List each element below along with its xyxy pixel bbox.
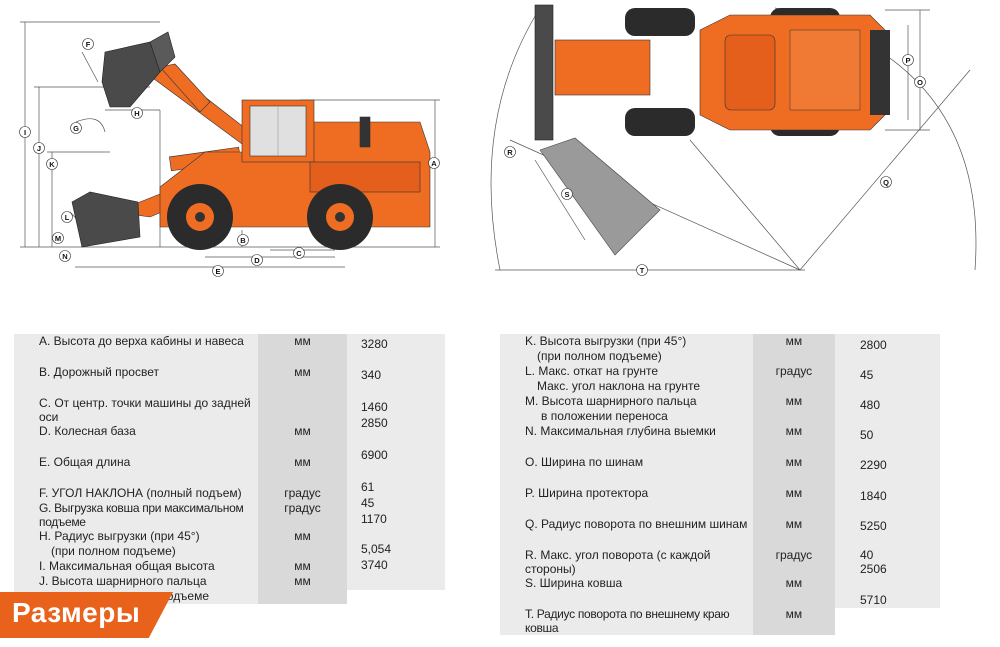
side-view-diagram: I J K F G H L M N B C D E A <box>10 12 450 287</box>
svg-text:A: A <box>431 159 437 168</box>
table-row: T. Радиус поворота по внешнему краю ковш… <box>500 607 835 635</box>
table-row-spacer <box>500 534 835 548</box>
table-row: F. УГОЛ НАКЛОНА (полный подъем)градус <box>14 486 347 501</box>
svg-text:M: M <box>55 234 61 243</box>
svg-text:O: O <box>917 78 923 87</box>
table-row-spacer <box>14 441 347 455</box>
spec-value: 50 <box>860 428 874 442</box>
spec-value: 5710 <box>860 593 887 607</box>
svg-text:J: J <box>37 144 41 153</box>
spec-value: 2506 <box>860 562 887 576</box>
spec-value: 6900 <box>361 448 388 462</box>
table-row: G. Выгрузка ковша при максимальном подъе… <box>14 501 347 529</box>
table-row-spacer <box>14 351 347 365</box>
svg-text:R: R <box>507 148 513 157</box>
table-row-spacer <box>14 472 347 486</box>
front-tire <box>167 184 233 250</box>
svg-text:Q: Q <box>883 178 889 187</box>
table-row-continued: (при полном подъеме) <box>14 544 347 559</box>
spec-value: 1840 <box>860 489 887 503</box>
table-row-spacer <box>14 382 347 396</box>
table-row-spacer <box>500 593 835 607</box>
table-row-spacer <box>500 441 835 455</box>
svg-text:H: H <box>134 109 139 118</box>
svg-text:I: I <box>24 128 26 137</box>
right-value-column <box>835 334 940 608</box>
svg-text:P: P <box>905 56 910 65</box>
svg-text:L: L <box>65 213 70 222</box>
svg-text:D: D <box>254 256 260 265</box>
table-row-spacer <box>500 472 835 486</box>
spec-value: 40 <box>860 548 874 562</box>
table-row: C. От центр. точки машины до задней оси <box>14 396 347 424</box>
spec-value: 61 <box>361 480 375 494</box>
table-row-continued: в положении переноса <box>500 409 835 424</box>
svg-text:C: C <box>296 249 302 258</box>
table-row-spacer <box>500 503 835 517</box>
spec-value: 45 <box>361 496 375 510</box>
spec-value: 2290 <box>860 458 887 472</box>
table-row: H. Радиус выгрузки (при 45°)мм <box>14 529 347 544</box>
svg-text:T: T <box>640 266 645 275</box>
spec-value: 480 <box>860 398 881 412</box>
spec-value: 2850 <box>361 416 388 430</box>
spec-value: 5,054 <box>361 542 392 556</box>
svg-text:S: S <box>564 190 569 199</box>
table-row-continued: (при полном подъеме) <box>500 349 835 364</box>
spec-value: 1460 <box>361 400 388 414</box>
spec-value: 2800 <box>860 338 887 352</box>
svg-text:G: G <box>73 124 79 133</box>
spec-value: 3740 <box>361 558 388 572</box>
top-letter-markers: R S T Q P O <box>504 54 926 276</box>
specs-table-right: K. Высота выгрузки (при 45°)мм (при полн… <box>500 334 835 635</box>
table-row-continued: Макс. угол наклона на грунте <box>500 379 835 394</box>
spec-value: 1170 <box>361 512 387 526</box>
rear-tire <box>307 184 373 250</box>
svg-text:N: N <box>62 252 67 261</box>
top-view-diagram: R S T Q P O <box>490 0 995 295</box>
table-row: K. Высота выгрузки (при 45°)мм <box>500 334 835 349</box>
left-value-column <box>347 334 445 590</box>
spec-value: 45 <box>860 368 874 382</box>
spec-value: 5250 <box>860 519 887 533</box>
page-title: Размеры <box>12 597 141 628</box>
svg-text:F: F <box>86 40 91 49</box>
spec-value: 3280 <box>361 337 388 351</box>
svg-text:E: E <box>215 267 220 276</box>
title-banner: Размеры <box>0 592 173 638</box>
table-row: R. Макс. угол поворота (с каждой стороны… <box>500 548 835 576</box>
svg-text:B: B <box>240 236 246 245</box>
spec-value: 340 <box>361 368 382 382</box>
svg-text:K: K <box>49 160 55 169</box>
side-letter-markers: I J K F G H L M N B C D E A <box>19 38 440 277</box>
